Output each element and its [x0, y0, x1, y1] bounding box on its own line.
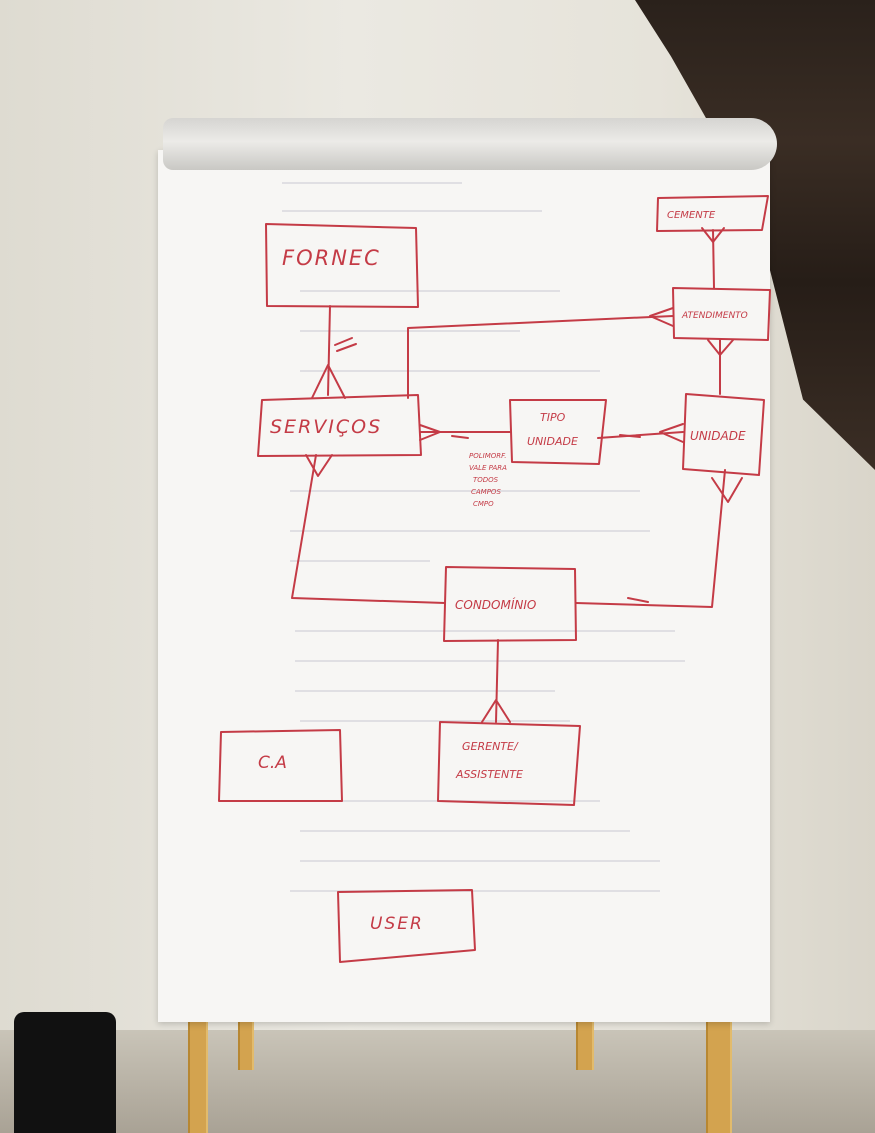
line-cemente-atendimento: [712, 229, 715, 289]
easel-leg-right: [706, 1008, 732, 1133]
box-cemente: [656, 195, 769, 232]
line-servicos-atendimento: [407, 315, 674, 399]
crowsfoot-unidade-left: [659, 423, 684, 443]
crowsfoot-atendimento-bottom: [707, 339, 734, 356]
flipchart-paper: [158, 150, 770, 1022]
box-atendimento: [672, 287, 771, 341]
label-tipo-unidade-line1: TIPO: [540, 411, 566, 424]
box-gerente: [437, 721, 581, 806]
flipchart-roll: [163, 118, 777, 170]
line-unidade-condominio: [575, 469, 726, 608]
line-condominio-gerente: [495, 639, 499, 723]
easel-leg-left: [188, 1010, 208, 1133]
line-servicos-condominio: [291, 454, 446, 604]
easel-leg-back-left: [238, 1010, 254, 1070]
label-unidade: UNIDADE: [690, 429, 746, 443]
trash-bin: [14, 1012, 116, 1133]
box-unidade: [682, 393, 765, 476]
box-ca: [218, 729, 343, 802]
box-user: [337, 889, 476, 963]
crowsfoot-cemente-bottom: [701, 227, 725, 243]
label-tipo-unidade-line2: UNIDADE: [527, 435, 578, 448]
annotation-line-5: CMPO: [473, 500, 494, 508]
crowsfoot-servicos-tipounidade: [419, 424, 441, 441]
annotation-line-4: CAMPOS: [471, 488, 501, 496]
box-servicos: [257, 394, 422, 457]
crowsfoot-servicos-bottom: [305, 454, 333, 477]
mark-2: [451, 435, 469, 439]
label-fornec: FORNEC: [282, 246, 381, 270]
label-condominio: CONDOMÍNIO: [455, 597, 536, 612]
annotation-line-2: VALE PARA: [469, 464, 507, 472]
crowsfoot-unidade-bottom: [711, 477, 743, 503]
annotation-line-1: POLIMORF.: [469, 452, 506, 460]
crowsfoot-atendimento-left: [649, 307, 674, 327]
mark-3: [619, 434, 641, 438]
mark-1: [334, 337, 357, 352]
line-tipounidade-unidade: [597, 431, 684, 439]
label-servicos: SERVIÇOS: [270, 416, 382, 438]
annotation-line-3: TODOS: [473, 476, 499, 484]
label-cemente: CEMENTE: [667, 210, 716, 221]
box-condominio: [443, 566, 577, 642]
line-fornec-servicos: [327, 305, 331, 396]
box-fornec: [265, 223, 419, 308]
easel-leg-back-right: [576, 1010, 594, 1070]
box-tipo-unidade: [509, 399, 607, 465]
crowsfoot-gerente-top: [481, 699, 511, 723]
label-ca: C.A: [258, 753, 287, 773]
label-gerente-line2: ASSISTENTE: [455, 768, 523, 781]
mark-4: [627, 597, 649, 603]
label-gerente-line1: GERENTE/: [462, 740, 519, 753]
label-user: USER: [370, 914, 424, 934]
label-atendimento: ATENDIMENTO: [681, 311, 748, 321]
crowsfoot-servicos-top: [311, 364, 346, 399]
